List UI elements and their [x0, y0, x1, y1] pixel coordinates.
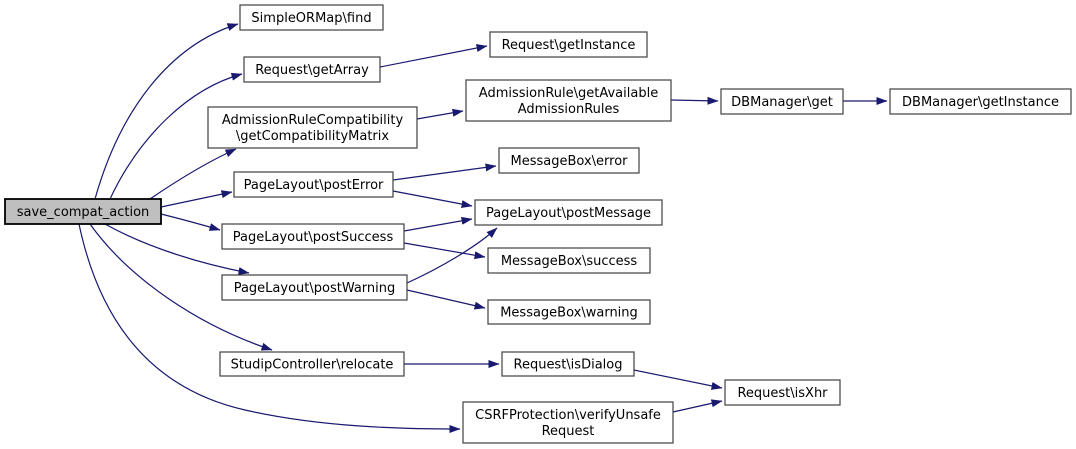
- node-simpleormap-find-rect[interactable]: [239, 4, 384, 31]
- edge-save-compat-action--csrfprotection-verifyunsaferequest: [78, 223, 461, 433]
- node-pagelayout-postmessage[interactable]: PageLayout\postMessage: [474, 199, 663, 226]
- node-save-compat-action-rect[interactable]: [4, 198, 162, 225]
- node-csrfprotection-verifyunsaferequest-rect[interactable]: [462, 401, 674, 444]
- nodes-layer: save_compat_action SimpleORMap\findReques…: [4, 4, 1072, 444]
- edge-save-compat-action--pagelayout-postwarning: [104, 223, 250, 275]
- node-request-getinstance-rect[interactable]: [489, 31, 648, 58]
- node-pagelayout-posterror[interactable]: PageLayout\postError: [233, 171, 394, 198]
- node-request-getarray-label: Request\getArray: [255, 63, 369, 78]
- node-dbmanager-get[interactable]: DBManager\get: [720, 88, 844, 115]
- edge-request-isdialog--request-isxhr: [633, 369, 723, 390]
- node-save-compat-action-label: save_compat_action: [17, 205, 150, 220]
- node-pagelayout-posterror-rect[interactable]: [233, 171, 394, 198]
- node-dbmanager-get-rect[interactable]: [720, 88, 844, 115]
- node-admissionrule-getavailableadmissionrules-label: AdmissionRules: [518, 102, 620, 117]
- edge-admissionrule-getavailableadmissionrules--dbmanager-get: [670, 96, 719, 105]
- node-request-getinstance-label: Request\getInstance: [502, 38, 636, 53]
- node-messagebox-error-rect[interactable]: [498, 147, 640, 174]
- edge-pagelayout-postwarning--pagelayout-postmessage: [406, 227, 498, 284]
- node-request-getinstance[interactable]: Request\getInstance: [489, 31, 648, 58]
- node-dbmanager-getinstance-label: DBManager\getInstance: [902, 95, 1059, 110]
- node-messagebox-success[interactable]: MessageBox\success: [487, 247, 651, 274]
- node-messagebox-success-rect[interactable]: [487, 247, 651, 274]
- node-dbmanager-getinstance-rect[interactable]: [889, 88, 1072, 115]
- node-dbmanager-get-label: DBManager\get: [731, 95, 833, 110]
- node-request-isdialog-label: Request\isDialog: [514, 358, 623, 373]
- node-request-isxhr-rect[interactable]: [724, 379, 841, 406]
- node-request-isdialog-rect[interactable]: [501, 351, 635, 377]
- edge-save-compat-action--studipcontroller-relocate: [89, 223, 273, 351]
- node-request-isxhr[interactable]: Request\isXhr: [724, 379, 841, 406]
- node-messagebox-success-label: MessageBox\success: [501, 254, 638, 269]
- node-admissionrulecompatibility-getcompatibilitymatrix-label: AdmissionRuleCompatibility: [222, 113, 404, 128]
- edges-layer: [78, 23, 888, 433]
- node-request-getarray-rect[interactable]: [243, 56, 381, 83]
- node-save-compat-action[interactable]: save_compat_action: [4, 198, 162, 225]
- edge-save-compat-action--simpleormap-find: [94, 23, 239, 200]
- edge-csrfprotection-verifyunsaferequest--request-isxhr: [672, 399, 723, 413]
- node-admissionrulecompatibility-getcompatibilitymatrix[interactable]: AdmissionRuleCompatibility\getCompatibil…: [207, 106, 418, 149]
- node-studipcontroller-relocate-label: StudipController\relocate: [231, 358, 394, 373]
- edge-request-getarray--request-getinstance: [379, 44, 488, 68]
- node-messagebox-error[interactable]: MessageBox\error: [498, 147, 640, 174]
- node-pagelayout-postsuccess[interactable]: PageLayout\postSuccess: [221, 223, 405, 250]
- node-pagelayout-postsuccess-rect[interactable]: [221, 223, 405, 250]
- node-messagebox-warning-rect[interactable]: [487, 299, 651, 325]
- node-messagebox-warning[interactable]: MessageBox\warning: [487, 299, 651, 325]
- node-dbmanager-getinstance[interactable]: DBManager\getInstance: [889, 88, 1072, 115]
- node-messagebox-warning-label: MessageBox\warning: [500, 306, 638, 321]
- edge-save-compat-action--admissionrulecompatibility-getcompatibilitymatrix: [149, 148, 237, 200]
- node-pagelayout-postmessage-label: PageLayout\postMessage: [486, 206, 651, 221]
- edge-pagelayout-postwarning--messagebox-warning: [406, 289, 486, 310]
- node-request-getarray[interactable]: Request\getArray: [243, 56, 381, 83]
- edge-save-compat-action--pagelayout-posterror: [160, 190, 233, 208]
- node-pagelayout-postsuccess-label: PageLayout\postSuccess: [233, 230, 394, 245]
- node-request-isdialog[interactable]: Request\isDialog: [501, 351, 635, 377]
- edge-admissionrulecompatibility-getcompatibilitymatrix--admissionrule-getavailableadmissionrules: [416, 108, 464, 120]
- node-request-isxhr-label: Request\isXhr: [737, 386, 828, 401]
- node-simpleormap-find-label: SimpleORMap\find: [251, 11, 371, 26]
- node-pagelayout-postwarning[interactable]: PageLayout\postWarning: [221, 274, 408, 301]
- node-studipcontroller-relocate[interactable]: StudipController\relocate: [219, 351, 405, 377]
- edge-pagelayout-postsuccess--pagelayout-postmessage: [403, 216, 473, 232]
- node-simpleormap-find[interactable]: SimpleORMap\find: [239, 4, 384, 31]
- node-messagebox-error-label: MessageBox\error: [511, 154, 629, 169]
- node-csrfprotection-verifyunsaferequest-label: CSRFProtection\verifyUnsafe: [475, 408, 661, 423]
- node-admissionrulecompatibility-getcompatibilitymatrix-rect[interactable]: [207, 106, 418, 149]
- node-admissionrule-getavailableadmissionrules-label: AdmissionRule\getAvailable: [479, 86, 658, 101]
- edge-save-compat-action--request-getarray: [109, 72, 243, 200]
- node-pagelayout-postwarning-label: PageLayout\postWarning: [234, 281, 396, 296]
- node-pagelayout-postwarning-rect[interactable]: [221, 274, 408, 301]
- edge-save-compat-action--pagelayout-postsuccess: [160, 213, 221, 231]
- node-admissionrule-getavailableadmissionrules-rect[interactable]: [465, 79, 672, 122]
- edge-pagelayout-posterror--messagebox-error: [392, 163, 497, 181]
- node-csrfprotection-verifyunsaferequest-label: Request: [542, 424, 595, 439]
- edge-pagelayout-postsuccess--messagebox-success: [403, 242, 486, 260]
- node-pagelayout-posterror-label: PageLayout\postError: [244, 178, 384, 193]
- node-admissionrulecompatibility-getcompatibilitymatrix-label: \getCompatibilityMatrix: [236, 129, 389, 144]
- node-studipcontroller-relocate-rect[interactable]: [219, 351, 405, 377]
- node-pagelayout-postmessage-rect[interactable]: [474, 199, 663, 226]
- edge-pagelayout-posterror--pagelayout-postmessage: [392, 190, 473, 208]
